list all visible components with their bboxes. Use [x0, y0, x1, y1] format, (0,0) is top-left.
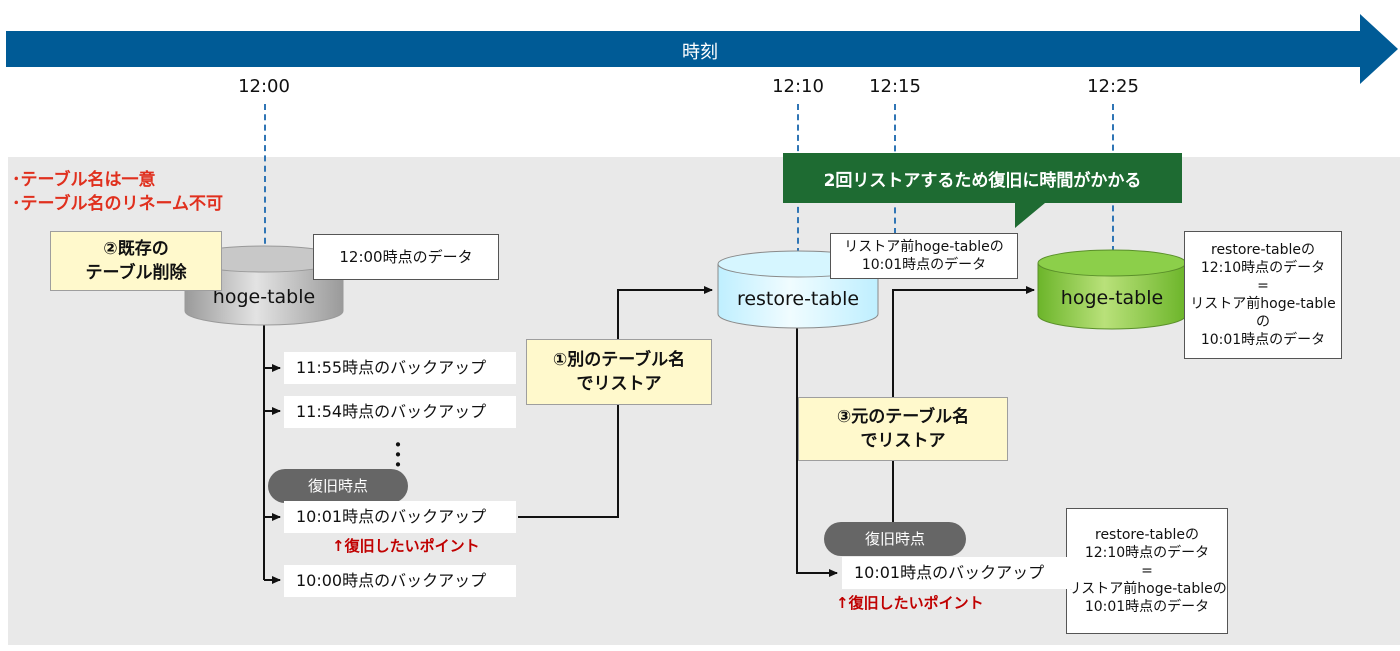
timeline-title: 時刻 — [682, 42, 718, 63]
time-label-1210: 12:10 — [772, 76, 824, 97]
data-box-1200-text: 12:00時点のデータ — [339, 248, 473, 266]
backup-1001-right: 10:01時点のバックアップ — [842, 557, 1074, 589]
final-table-label: hoge-table — [1060, 287, 1164, 309]
restore-table-label: restore-table — [736, 288, 860, 310]
step-restore-other-line1: ①別のテーブル名 — [552, 350, 686, 370]
data-box-final-line3: = — [1257, 278, 1269, 294]
recovery-point-pill-right: 復旧時点 — [824, 522, 966, 556]
step-restore-original-line1: ③元のテーブル名 — [836, 407, 970, 427]
timeline-arrow — [6, 14, 1398, 84]
data-box-restore-line1: リストア前hoge-tableの — [844, 239, 1004, 255]
time-marker-1200 — [264, 104, 266, 254]
data-box-final-line2: 12:10時点のデータ — [1200, 260, 1326, 276]
constraint-no-rename: ･テーブル名のリネーム不可 — [12, 194, 223, 214]
time-label-1200: 12:00 — [238, 76, 290, 97]
final-table-cylinder — [1037, 249, 1187, 330]
data-box-bottom-line4: リストア前hoge-tableの — [1067, 581, 1227, 597]
time-label-1225: 12:25 — [1087, 76, 1139, 97]
data-box-bottom-line3: = — [1141, 563, 1153, 579]
data-box-bottom-line1: restore-tableの — [1095, 527, 1199, 543]
backup-1155: 11:55時点のバックアップ — [284, 352, 516, 384]
step-restore-other-name: ①別のテーブル名 でリストア — [526, 339, 712, 405]
time-label-1215: 12:15 — [869, 76, 921, 97]
constraint-unique-name: ･テーブル名は一意 — [12, 170, 156, 190]
backup-1001: 10:01時点のバックアップ — [284, 501, 516, 533]
data-box-final-line1: restore-tableの — [1211, 242, 1315, 258]
backup-ellipsis: ・ ・ ・ — [388, 433, 408, 477]
step-restore-other-line2: でリストア — [576, 374, 662, 394]
step-restore-original-line2: でリストア — [860, 431, 946, 451]
data-box-bottom: restore-tableの 12:10時点のデータ = リストア前hoge-t… — [1066, 508, 1228, 634]
recovery-target-note-left: ↑復旧したいポイント — [332, 537, 480, 555]
recovery-target-note-right: ↑復旧したいポイント — [836, 594, 984, 612]
original-table-label: hoge-table — [212, 286, 316, 308]
recovery-point-pill-left: 復旧時点 — [268, 469, 408, 503]
data-box-bottom-line5: 10:01時点のデータ — [1084, 599, 1210, 615]
backup-1000: 10:00時点のバックアップ — [284, 565, 516, 597]
data-box-restore: リストア前hoge-tableの 10:01時点のデータ — [830, 233, 1018, 279]
backup-1154: 11:54時点のバックアップ — [284, 396, 516, 428]
data-box-bottom-line2: 12:10時点のデータ — [1084, 545, 1210, 561]
step-delete-existing-table: ②既存の テーブル削除 — [50, 231, 222, 291]
data-box-final-line4: リストア前hoge-tableの — [1190, 296, 1336, 330]
data-box-restore-line2: 10:01時点のデータ — [861, 257, 987, 273]
data-box-1200: 12:00時点のデータ — [313, 234, 499, 280]
step-delete-line1: ②既存の — [103, 239, 169, 259]
data-box-final: restore-tableの 12:10時点のデータ = リストア前hoge-t… — [1184, 231, 1342, 359]
callout-text: 2回リストアするため復旧に時間がかかる — [823, 171, 1142, 191]
data-box-final-line5: 10:01時点のデータ — [1200, 332, 1326, 348]
step-delete-line2: テーブル削除 — [85, 263, 187, 283]
step-restore-original-name: ③元のテーブル名 でリストア — [798, 397, 1008, 461]
